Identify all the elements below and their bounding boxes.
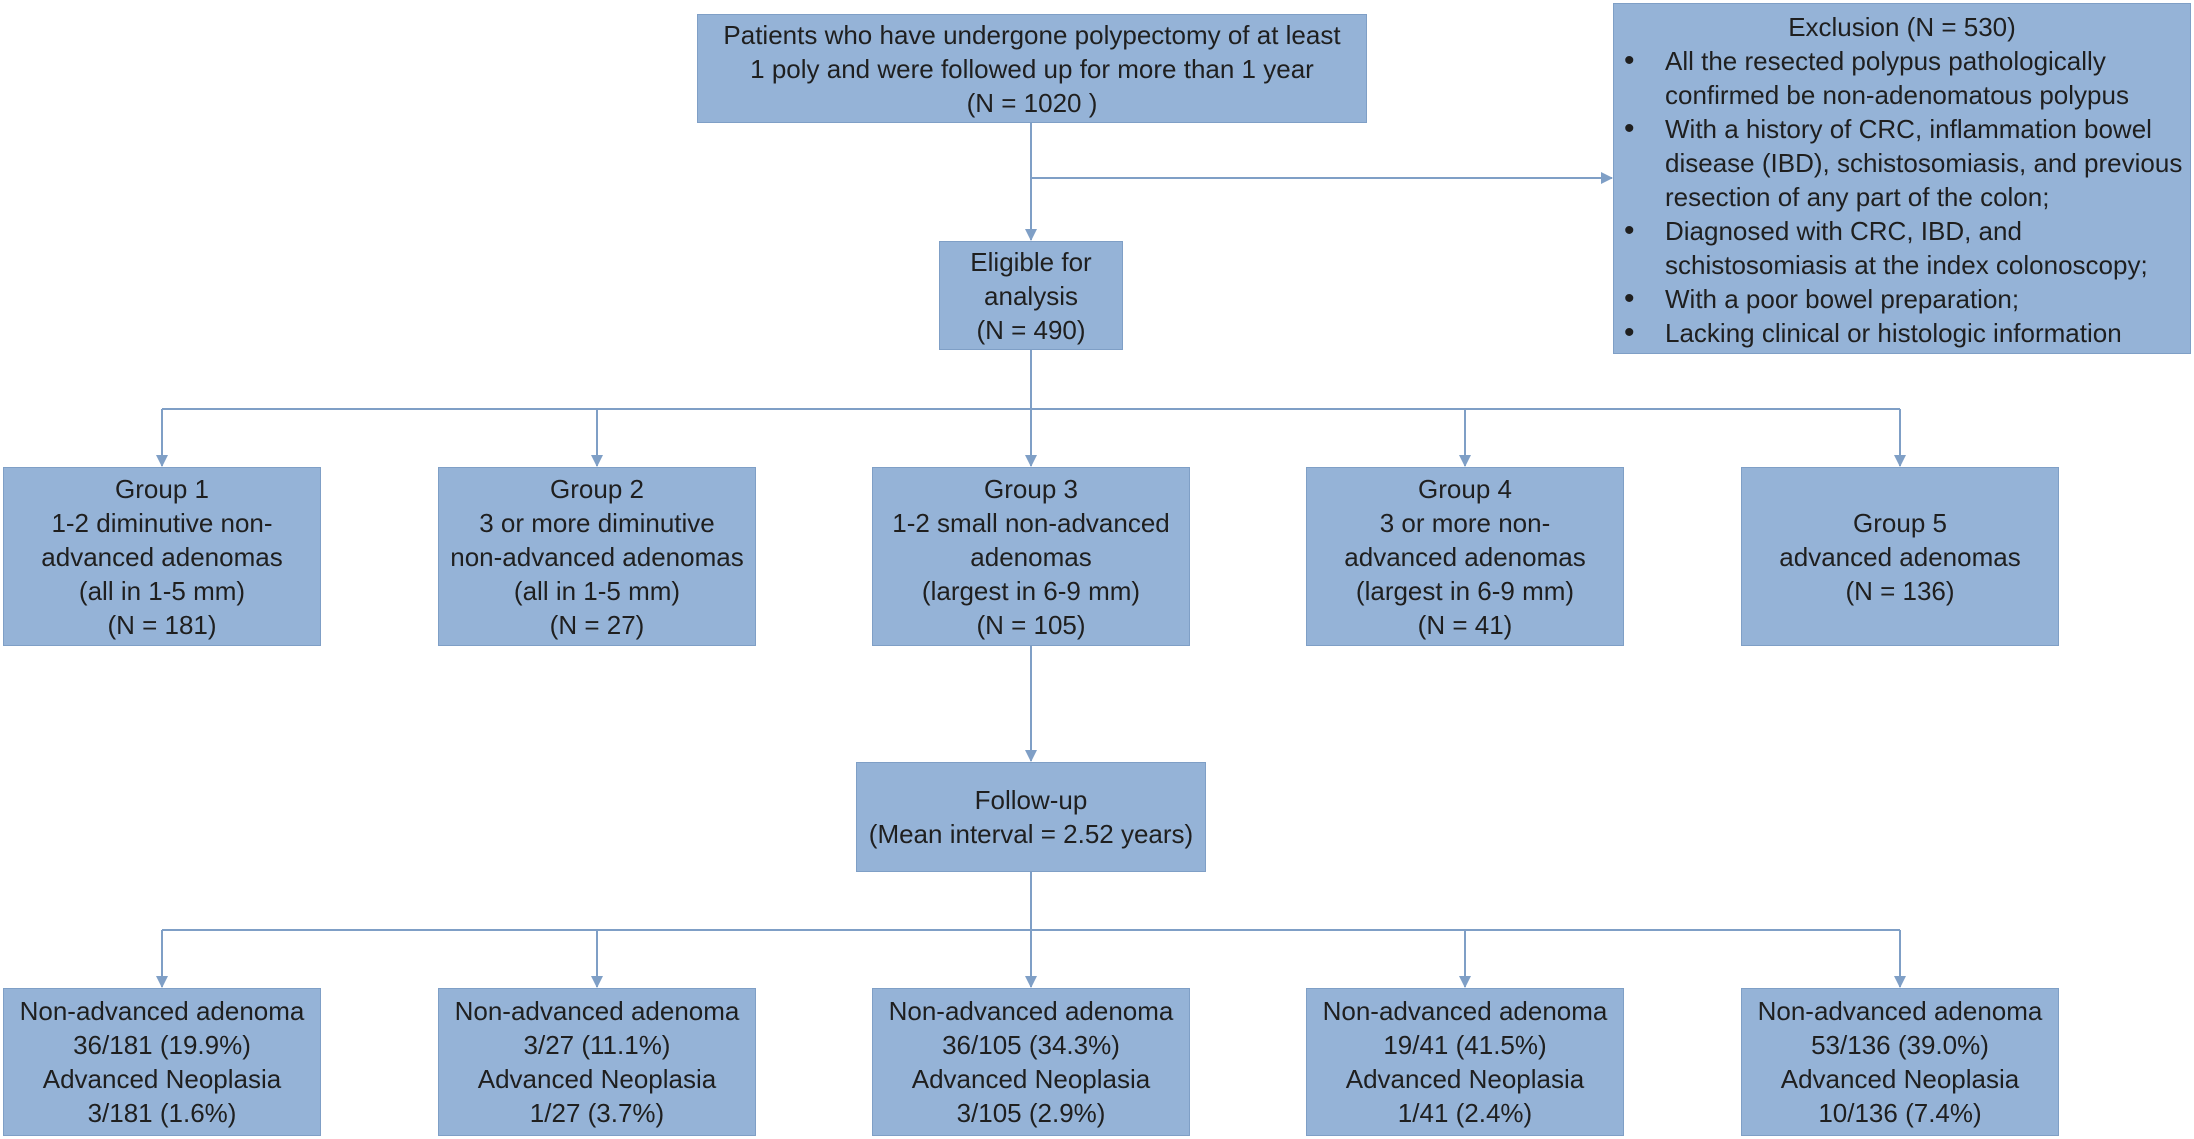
exclusion-title: Exclusion (N = 530)	[1788, 12, 2016, 42]
group-title: Group 4	[1418, 473, 1512, 504]
eligible-line: Eligible for	[970, 246, 1092, 277]
exclusion-criterion: Diagnosed with CRC, IBD, and schistosomi…	[1614, 214, 2190, 282]
group-line: 1-2 small non-advanced	[892, 507, 1170, 538]
outcome-value: 3/27 (11.1%)	[523, 1030, 671, 1060]
exclusion-criterion: With a history of CRC, inflammation bowe…	[1614, 112, 2190, 214]
outcome-value: 53/136 (39.0%)	[1811, 1030, 1989, 1060]
outcome-label: Advanced Neoplasia	[477, 1064, 717, 1094]
followup-interval: (Mean interval = 2.52 years)	[868, 819, 1194, 849]
outcome-box-5: Non-advanced adenoma 53/136 (39.0%) Adva…	[1741, 988, 2059, 1136]
outcome-value: 3/181 (1.6%)	[87, 1098, 237, 1128]
group-count: (N = 105)	[976, 609, 1086, 640]
followup-title: Follow-up	[974, 785, 1088, 815]
outcome-box-2: Non-advanced adenoma 3/27 (11.1%) Advanc…	[438, 988, 756, 1136]
group-line: non-advanced adenomas	[450, 541, 744, 572]
group-count: (N = 181)	[107, 609, 217, 640]
group-title: Group 2	[550, 473, 644, 504]
outcome-label: Non-advanced adenoma	[1757, 996, 2043, 1026]
group-title: Group 1	[115, 473, 209, 504]
group-line: 1-2 diminutive non-	[51, 507, 273, 538]
group-count: (N = 27)	[549, 609, 645, 640]
group-line: advanced adenomas	[41, 541, 283, 572]
outcome-value: 1/27 (3.7%)	[529, 1098, 665, 1128]
group-box-5: Group 5 advanced adenomas (N = 136)	[1741, 467, 2059, 646]
exclusion-criterion: All the resected polypus pathologically …	[1614, 44, 2190, 112]
outcome-value: 36/105 (34.3%)	[942, 1030, 1120, 1060]
outcome-box-1: Non-advanced adenoma 36/181 (19.9%) Adva…	[3, 988, 321, 1136]
enrollment-line: 1 poly and were followed up for more tha…	[750, 53, 1314, 84]
exclusion-criteria-list: All the resected polypus pathologically …	[1614, 44, 2190, 350]
outcome-label: Non-advanced adenoma	[888, 996, 1174, 1026]
outcome-value: 1/41 (2.4%)	[1397, 1098, 1533, 1128]
outcome-label: Non-advanced adenoma	[454, 996, 740, 1026]
group-line: adenomas	[970, 541, 1092, 572]
group-line: (largest in 6-9 mm)	[1355, 575, 1575, 606]
group-box-2: Group 2 3 or more diminutive non-advance…	[438, 467, 756, 646]
group-count: (N = 41)	[1417, 609, 1513, 640]
group-line: 3 or more diminutive	[479, 507, 715, 538]
followup-box: Follow-up (Mean interval = 2.52 years)	[856, 762, 1206, 872]
enrollment-box: Patients who have undergone polypectomy …	[697, 14, 1367, 123]
outcome-value: 10/136 (7.4%)	[1818, 1098, 1982, 1128]
group-line: advanced adenomas	[1779, 541, 2021, 572]
outcome-label: Non-advanced adenoma	[19, 996, 305, 1026]
group-box-3: Group 3 1-2 small non-advanced adenomas …	[872, 467, 1190, 646]
group-title: Group 5	[1853, 507, 1947, 538]
group-title: Group 3	[984, 473, 1078, 504]
outcome-label: Advanced Neoplasia	[42, 1064, 282, 1094]
group-line: (all in 1-5 mm)	[513, 575, 681, 606]
outcome-label: Advanced Neoplasia	[1345, 1064, 1585, 1094]
outcome-value: 3/105 (2.9%)	[956, 1098, 1106, 1128]
group-count: (N = 136)	[1845, 575, 1955, 606]
outcome-label: Non-advanced adenoma	[1322, 996, 1608, 1026]
outcome-value: 19/41 (41.5%)	[1383, 1030, 1547, 1060]
outcome-box-3: Non-advanced adenoma 36/105 (34.3%) Adva…	[872, 988, 1190, 1136]
group-line: (largest in 6-9 mm)	[921, 575, 1141, 606]
enrollment-line: Patients who have undergone polypectomy …	[723, 19, 1341, 50]
group-line: 3 or more non-	[1379, 507, 1551, 538]
outcome-box-4: Non-advanced adenoma 19/41 (41.5%) Advan…	[1306, 988, 1624, 1136]
group-line: advanced adenomas	[1344, 541, 1586, 572]
outcome-label: Advanced Neoplasia	[1780, 1064, 2020, 1094]
group-box-4: Group 4 3 or more non- advanced adenomas…	[1306, 467, 1624, 646]
exclusion-box: Exclusion (N = 530) All the resected pol…	[1613, 3, 2191, 354]
group-box-1: Group 1 1-2 diminutive non- advanced ade…	[3, 467, 321, 646]
eligible-line: analysis	[984, 280, 1078, 311]
exclusion-criterion: With a poor bowel preparation;	[1614, 282, 2190, 316]
exclusion-criterion: Lacking clinical or histologic informati…	[1614, 316, 2190, 350]
outcome-value: 36/181 (19.9%)	[73, 1030, 251, 1060]
eligible-count: (N = 490)	[976, 314, 1086, 345]
eligible-box: Eligible for analysis (N = 490)	[939, 241, 1123, 350]
outcome-label: Advanced Neoplasia	[911, 1064, 1151, 1094]
group-line: (all in 1-5 mm)	[78, 575, 246, 606]
enrollment-count: (N = 1020 )	[966, 87, 1098, 118]
